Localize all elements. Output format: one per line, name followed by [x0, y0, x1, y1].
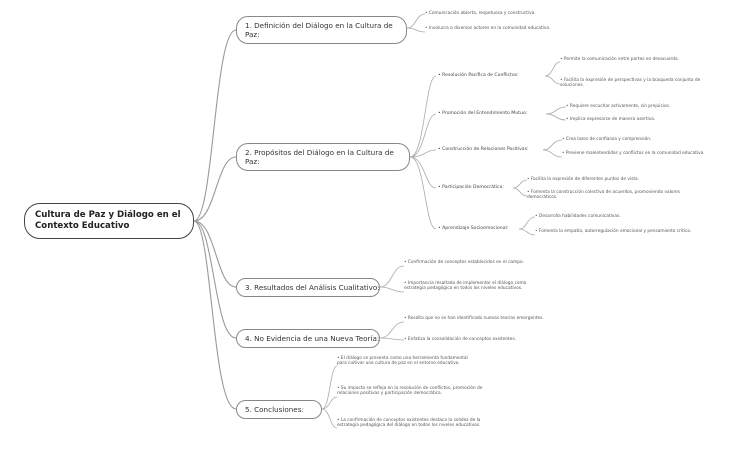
b2-sub-relationships[interactable]: • Construcción de Relaciones Positivas: [438, 147, 529, 152]
connector-s1-l2 [544, 75, 561, 85]
b3-leaf-1: • Confirmación de conceptos establecidos… [404, 260, 524, 265]
s4-leaf-2: • Fomenta la construcción colectiva de a… [527, 190, 680, 201]
s5-leaf-1: • Desarrolla habilidades comunicativas. [535, 214, 621, 219]
s2-leaf-2: • Implica expresarse de manera asertiva. [566, 117, 656, 122]
connector-b1-l2 [406, 27, 426, 33]
connector-b3-l1 [379, 265, 405, 288]
connector-root-b2 [193, 156, 237, 222]
connector-root-b5 [193, 220, 237, 410]
s5-leaf-2: • Fomenta la empatía, autorregulación em… [535, 229, 692, 234]
branch-2-purposes[interactable]: 2. Propósitos del Diálogo en la Cultura … [236, 143, 410, 171]
s3-leaf-1: • Crea lazos de confianza y comprensión. [562, 137, 652, 142]
connector-b2-s2 [409, 113, 437, 158]
b5-leaf-2: • Su impacto se refleja en la resolución… [337, 386, 483, 397]
connector-root-b1 [193, 29, 237, 222]
connector-s5-l2 [518, 228, 536, 236]
connector-root-b4 [193, 220, 237, 339]
connector-s1-l1 [544, 61, 561, 77]
connector-b5-l3 [321, 408, 338, 429]
connector-s4-l1 [512, 179, 528, 189]
connector-b2-s1 [409, 75, 437, 158]
connector-root-b3 [193, 220, 237, 288]
connector-b4-l2 [379, 337, 405, 341]
connector-b3-l2 [379, 286, 405, 293]
s4-leaf-1: • Facilita la expresión de diferentes pu… [527, 177, 640, 182]
branch-4-no-new-theory[interactable]: 4. No Evidencia de una Nueva Teoría: [236, 329, 380, 348]
connector-b2-s3 [409, 149, 437, 158]
connector-b5-l1 [321, 365, 338, 410]
b5-leaf-3: • La confirmación de conceptos existente… [337, 418, 481, 429]
connector-s4-l2 [512, 187, 528, 197]
branch-3-results[interactable]: 3. Resultados del Análisis Cualitativo: [236, 278, 380, 297]
root-node[interactable]: Cultura de Paz y Diálogo en el Contexto … [24, 203, 194, 239]
b2-sub-democratic[interactable]: • Participación Democrática: [438, 185, 504, 190]
connector-b1-l1 [406, 13, 426, 29]
connector-b4-l1 [379, 321, 405, 339]
s3-leaf-2: • Previene malentendidos y conflictos en… [562, 151, 705, 156]
connector-b2-s5 [409, 156, 437, 230]
b2-sub-socioemotional[interactable]: • Aprendizaje Socioemocional: [438, 226, 509, 231]
connector-s2-l2 [545, 113, 567, 121]
b1-leaf-1: • Comunicación abierta, respetuosa y con… [425, 11, 536, 16]
connector-s5-l1 [518, 216, 536, 230]
b5-leaf-1: • El diálogo se presenta como una herram… [337, 356, 468, 367]
connector-s3-l2 [542, 149, 563, 158]
connector-s2-l1 [545, 106, 567, 115]
connector-b5-l2 [321, 396, 338, 410]
branch-5-conclusions[interactable]: 5. Conclusiones: [236, 400, 322, 419]
b2-sub-understanding[interactable]: • Promoción del Entendimiento Mutuo: [438, 111, 528, 116]
b3-leaf-2: • Importancia resaltada de implementar e… [404, 281, 527, 292]
b4-leaf-1: • Resalta que no se han identificado nue… [404, 316, 544, 321]
s1-leaf-1: • Permite la comunicación entre partes e… [560, 57, 679, 62]
b4-leaf-2: • Enfatiza la consolidación de conceptos… [404, 337, 517, 342]
s1-leaf-2: • Facilita la expresión de perspectivas … [560, 78, 701, 89]
s2-leaf-1: • Requiere escuchar activamente, sin pre… [566, 104, 671, 109]
connector-s3-l1 [542, 139, 563, 151]
b2-sub-resolution[interactable]: • Resolución Pacífica de Conflictos: [438, 73, 519, 78]
b1-leaf-2: • Involucra a diversos actores en la com… [425, 26, 551, 31]
branch-1-definition[interactable]: 1. Definición del Diálogo en la Cultura … [236, 16, 407, 44]
